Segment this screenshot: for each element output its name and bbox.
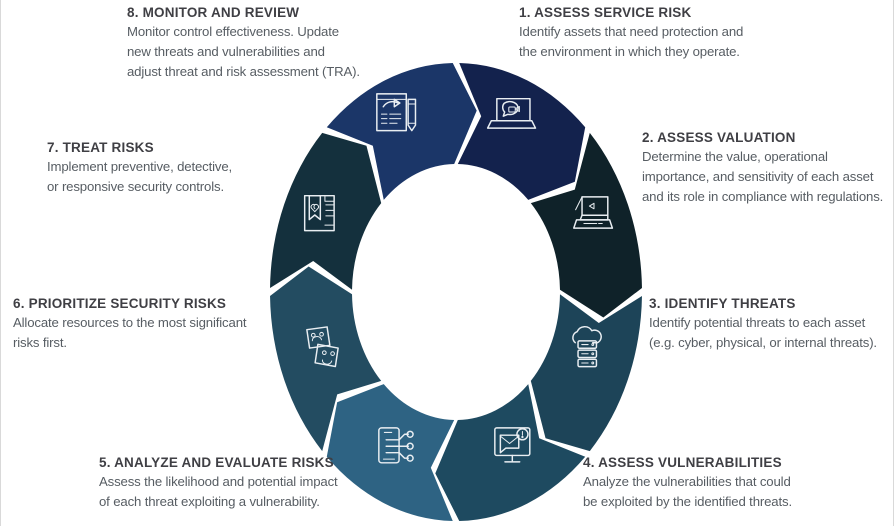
step-desc-1: Identify assets that need protection and… [519,22,889,62]
bookmark-heart-document-icon [303,194,335,232]
step-title-1: 1. ASSESS SERVICE RISK [519,5,692,20]
step-desc-7: Implement preventive, detective, or resp… [47,157,327,197]
step-desc-8: Monitor control effectiveness. Update ne… [127,22,457,82]
step-desc-line: Identify assets that need protection and [519,24,744,39]
ring-segment-7[interactable] [270,132,382,290]
ring-segment-4[interactable] [435,384,586,521]
step-desc-line: and its role in compliance with regulati… [642,189,884,204]
ring-segment-6[interactable] [270,266,382,452]
cloud-server-icon [572,325,602,368]
monitor-email-alert-icon [494,427,531,463]
step-label-8: 8. MONITOR AND REVIEW Monitor control ef… [127,5,457,82]
ring-segment-8[interactable] [326,63,477,200]
step-desc-line: (e.g. cyber, physical, or internal threa… [649,335,877,350]
step-label-4: 4. ASSESS VULNERABILITIES Analyze the vu… [583,455,893,512]
step-label-2: 2. ASSESS VALUATION Determine the value,… [642,130,893,207]
step-desc-line: new threats and vulnerabilities and [127,44,325,59]
document-share-pencil-icon [376,93,417,132]
step-desc-line: or responsive security controls. [47,179,224,194]
step-title-4: 4. ASSESS VULNERABILITIES [583,455,782,470]
step-desc-line: the environment in which they operate. [519,44,740,59]
step-desc-2: Determine the value, operational importa… [642,147,893,207]
ring-icon-group [303,93,614,464]
step-desc-line: adjust threat and risk assessment (TRA). [127,64,360,79]
step-title-3: 3. IDENTIFY THREATS [649,296,796,311]
ring-segment-group [270,63,642,521]
step-label-1: 1. ASSESS SERVICE RISK Identify assets t… [519,5,889,62]
step-title-2: 2. ASSESS VALUATION [642,130,796,145]
step-desc-5: Assess the likelihood and potential impa… [99,472,429,512]
ring-segment-3[interactable] [530,294,642,452]
feedback-cards-icon [306,326,339,368]
presentation-play-icon [573,196,614,229]
step-label-3: 3. IDENTIFY THREATS Identify potential t… [649,296,893,353]
step-desc-line: Assess the likelihood and potential impa… [99,474,338,489]
step-title-5: 5. ANALYZE AND EVALUATE RISKS [99,455,334,470]
step-desc-4: Analyze the vulnerabilities that could b… [583,472,893,512]
step-desc-line: risks first. [13,335,67,350]
step-label-7: 7. TREAT RISKS Implement preventive, det… [47,140,327,197]
step-desc-line: Analyze the vulnerabilities that could [583,474,791,489]
ring-segment-2[interactable] [530,132,642,318]
ring-segment-1[interactable] [457,63,586,200]
step-desc-line: Allocate resources to the most significa… [13,315,247,330]
step-desc-6: Allocate resources to the most significa… [13,313,313,353]
step-desc-line: Identify potential threats to each asset [649,315,866,330]
step-desc-line: Determine the value, operational [642,149,828,164]
step-title-6: 6. PRIORITIZE SECURITY RISKS [13,296,227,311]
step-desc-line: Implement preventive, detective, [47,159,233,174]
step-label-5: 5. ANALYZE AND EVALUATE RISKS Assess the… [99,455,429,512]
step-title-7: 7. TREAT RISKS [47,140,154,155]
step-title-8: 8. MONITOR AND REVIEW [127,5,300,20]
laptop-video-call-icon [486,97,537,129]
step-desc-line: of each threat exploiting a vulnerabilit… [99,494,320,509]
step-desc-line: Monitor control effectiveness. Update [127,24,339,39]
step-desc-line: importance, and sensitivity of each asse… [642,169,874,184]
step-desc-3: Identify potential threats to each asset… [649,313,893,353]
step-label-6: 6. PRIORITIZE SECURITY RISKS Allocate re… [13,296,313,353]
step-desc-line: be exploited by the identified threats. [583,494,792,509]
mobile-settings-nodes-icon [378,427,414,464]
